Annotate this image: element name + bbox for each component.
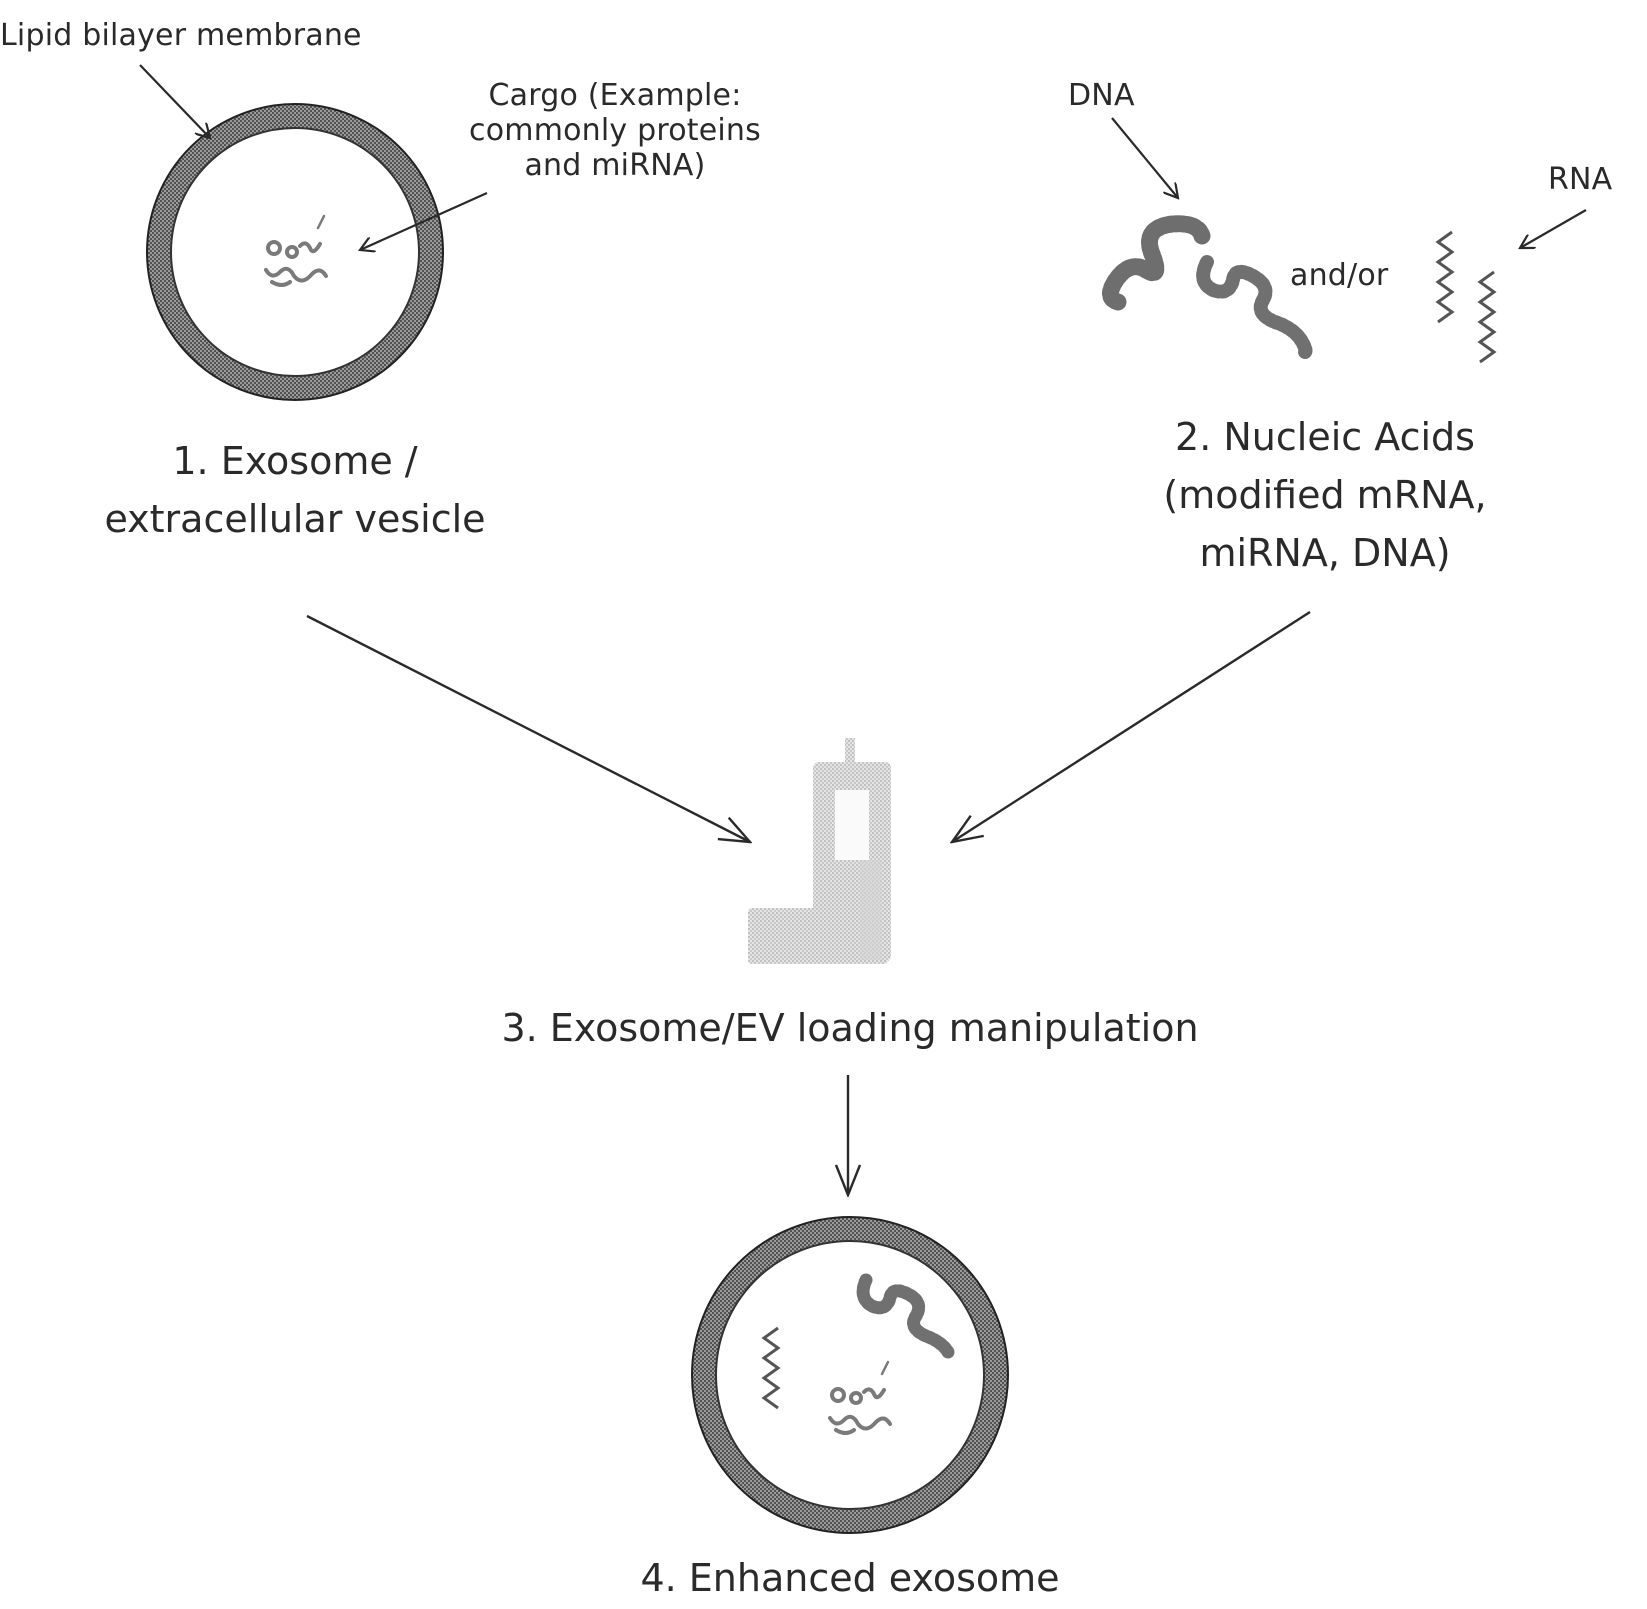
- cargo-label: Cargo (Example: commonly proteins and mi…: [450, 78, 780, 183]
- dna-label: DNA: [1068, 78, 1135, 113]
- dna-strand-icon: [1110, 224, 1202, 302]
- rna-strand-icon: [1480, 272, 1494, 362]
- step1-label: 1. Exosome / extracellular vesicle: [60, 432, 530, 548]
- flow-arrow-from-exosome: [307, 616, 750, 842]
- step1-label-line: 1. Exosome /: [60, 432, 530, 490]
- cargo-label-line: and miRNA): [450, 148, 780, 183]
- membrane-label: Lipid bilayer membrane: [0, 18, 362, 53]
- dna-arrow: [1112, 118, 1178, 198]
- step2-label-line: 2. Nucleic Acids: [1120, 408, 1530, 466]
- step2-label: 2. Nucleic Acids (modified mRNA, miRNA, …: [1120, 408, 1530, 582]
- flow-arrow-from-nucleic-acids: [952, 612, 1310, 842]
- step2-label-line: (modified mRNA,: [1120, 466, 1530, 524]
- step1-label-line: extracellular vesicle: [60, 490, 530, 548]
- step2-label-line: miRNA, DNA): [1120, 524, 1530, 582]
- cargo-label-line: commonly proteins: [450, 113, 780, 148]
- and-or-label: and/or: [1290, 258, 1388, 293]
- cargo-label-line: Cargo (Example:: [450, 78, 780, 113]
- loading-device-icon: [748, 738, 891, 964]
- step3-label: 3. Exosome/EV loading manipulation: [460, 1006, 1240, 1050]
- enhanced-exosome-vesicle: [692, 1217, 1008, 1533]
- rna-arrow: [1520, 210, 1586, 248]
- rna-strand-icon: [1438, 232, 1452, 322]
- rna-label: RNA: [1548, 162, 1612, 197]
- membrane-arrow: [140, 65, 210, 138]
- step4-label: 4. Enhanced exosome: [550, 1556, 1150, 1600]
